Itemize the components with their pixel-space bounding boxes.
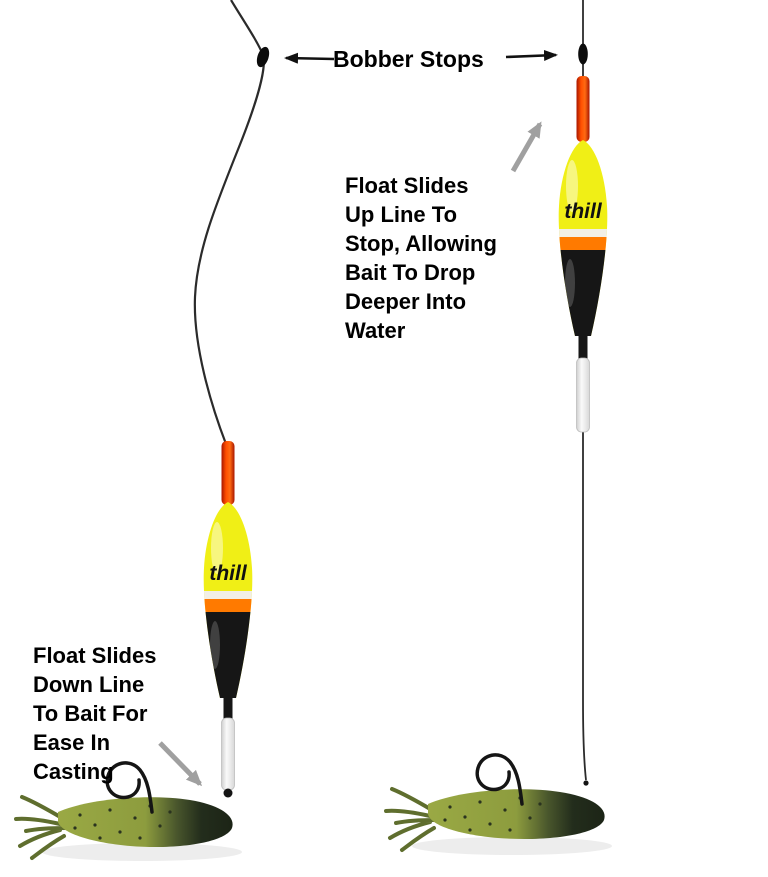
float-antenna: [221, 441, 235, 505]
bobber-stops-label: Bobber Stops: [333, 46, 484, 72]
float-stem-tip: [223, 788, 233, 798]
bobber-stops-arrow-right: [505, 49, 558, 61]
bait-tentacles: [14, 795, 68, 860]
float-stem-white: [576, 357, 590, 433]
tube-bait-left: [14, 761, 233, 860]
float-stem-black: [223, 696, 233, 721]
fishing-line-right-bottom: [582, 430, 587, 781]
slip-float-right: thill: [558, 76, 608, 433]
float-down-arrow: [158, 741, 203, 787]
float-gloss: [211, 522, 223, 574]
annotation-line: Bait To Drop: [345, 260, 476, 285]
bait-body: [58, 797, 233, 848]
annotation-line: Deeper Into: [345, 289, 467, 314]
bobber-stop-right: [578, 43, 588, 65]
slip-float-left: thill: [203, 441, 253, 798]
float-gloss: [566, 160, 578, 212]
float-band-white: [203, 591, 253, 599]
float-band-orange: [203, 599, 253, 612]
float-lower-black: [558, 250, 608, 336]
fishing-line-left: [193, 0, 265, 445]
bait-speckles: [443, 796, 542, 832]
annotation-line: Float Slides: [345, 173, 469, 198]
bait-body: [428, 789, 605, 840]
float-down-annotation: Float Slides Down Line To Bait For Ease …: [33, 641, 156, 786]
line-knot: [583, 780, 589, 786]
annotation-line: Up Line To: [345, 202, 458, 227]
hook-left: [105, 761, 154, 814]
bobber-stops-arrow-left: [284, 52, 335, 64]
float-band-orange: [558, 237, 608, 250]
float-up-arrow: [510, 121, 543, 173]
float-stem-black: [578, 334, 588, 360]
bait-shadow-right: [412, 837, 612, 855]
float-band-white: [558, 229, 608, 237]
bait-tentacles: [384, 787, 438, 852]
annotation-line: To Bait For: [33, 701, 148, 726]
float-gloss-dark: [565, 259, 575, 307]
annotation-line: Float Slides: [33, 643, 157, 668]
thill-logo: thill: [209, 562, 247, 585]
float-up-annotation: Float Slides Up Line To Stop, Allowing B…: [345, 171, 497, 345]
annotation-line: Casting: [33, 759, 114, 784]
bobber-stop-left: [256, 46, 270, 68]
annotation-line: Ease In: [33, 730, 111, 755]
float-gloss-dark: [210, 621, 220, 669]
bait-speckles: [73, 804, 172, 840]
float-antenna: [576, 76, 590, 142]
annotation-line: Water: [345, 318, 406, 343]
annotation-line: Stop, Allowing: [345, 231, 497, 256]
float-stem-white: [221, 717, 235, 791]
bait-shadow-left: [42, 843, 242, 861]
thill-logo: thill: [564, 200, 602, 223]
annotation-line: Down Line: [33, 672, 145, 697]
float-lower-black: [203, 612, 253, 698]
hook-right: [475, 753, 524, 806]
tube-bait-right: [384, 753, 605, 852]
